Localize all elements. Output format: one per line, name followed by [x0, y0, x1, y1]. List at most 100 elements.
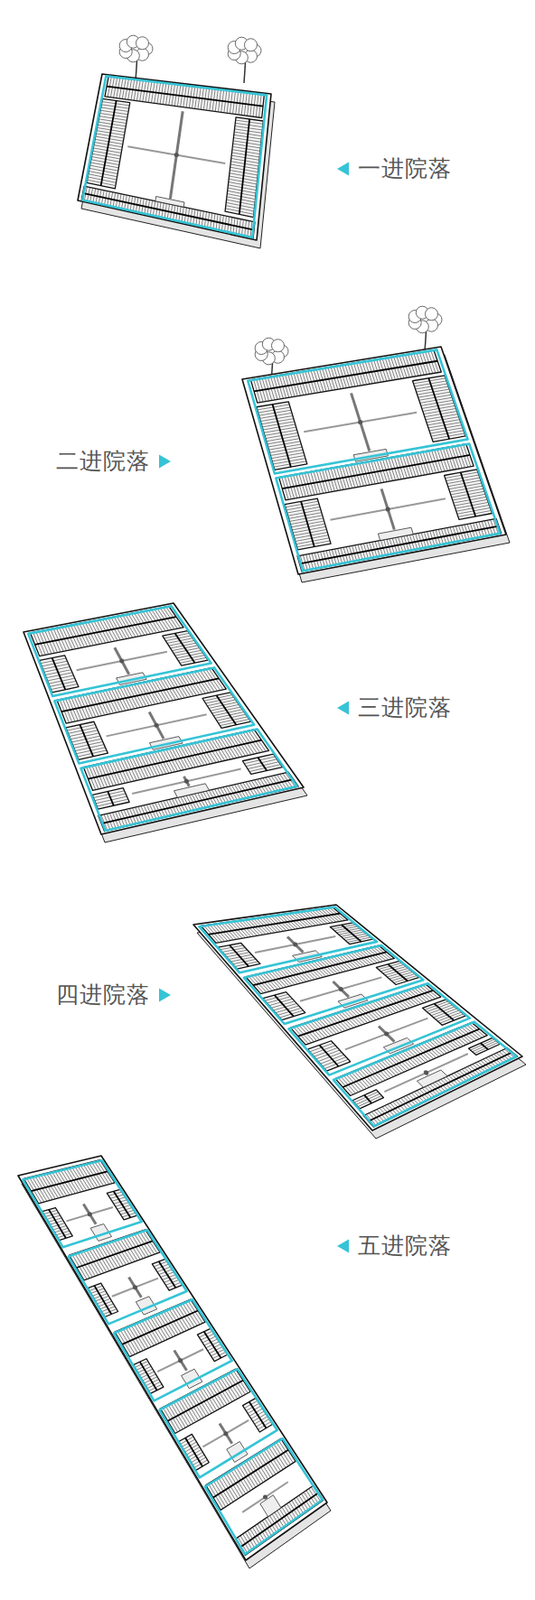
roof	[225, 117, 263, 218]
roof	[92, 788, 130, 811]
courtyard-center	[174, 152, 179, 158]
courtyard-house	[18, 1156, 331, 1570]
path-stones	[112, 1279, 159, 1298]
pointer-triangle	[159, 455, 171, 470]
roof-ridge	[249, 1403, 267, 1430]
roof-ridge	[48, 1210, 66, 1240]
tile-stroke	[356, 1094, 380, 1106]
roof	[106, 1190, 137, 1221]
courtyard-center	[119, 658, 124, 664]
roof	[235, 1486, 324, 1557]
roof-ridge	[300, 526, 499, 565]
roof-ridge	[274, 995, 294, 1018]
roof-ridge	[101, 100, 117, 186]
courtyard-outline	[247, 349, 468, 474]
path-stones	[351, 393, 370, 451]
tree-leaves	[135, 37, 149, 50]
roof-tiles	[93, 791, 128, 808]
roof-tiles	[248, 947, 392, 995]
courtyard-outline	[113, 1300, 233, 1402]
roof-ridge	[93, 1286, 112, 1316]
roof-tiles	[424, 1002, 464, 1024]
paving	[329, 488, 445, 541]
roof	[444, 469, 493, 520]
roof-ridge	[239, 119, 250, 215]
tree-leaves	[271, 339, 284, 353]
roof	[69, 1230, 161, 1282]
roof-ridge	[175, 633, 196, 664]
roof-ridge	[52, 658, 66, 691]
courtyard-outline	[82, 75, 267, 238]
pointer-arrows	[159, 162, 349, 1255]
paving	[127, 111, 226, 207]
tree-leaves	[244, 38, 257, 52]
roof	[284, 498, 331, 551]
roof-tiles	[117, 1301, 203, 1357]
path-stones	[423, 1071, 428, 1076]
courtyard-center	[385, 506, 391, 512]
steps	[155, 196, 185, 207]
path-stones	[76, 652, 168, 671]
paving	[66, 1205, 113, 1243]
path-stones	[114, 647, 130, 676]
courtyard-center	[262, 1496, 268, 1502]
roof-tiles	[264, 994, 303, 1019]
level-label: 三进院落	[357, 694, 452, 723]
roof	[132, 1360, 163, 1396]
courtyard-house	[242, 306, 510, 583]
courtyard-outline	[159, 1370, 277, 1479]
steps	[377, 527, 413, 541]
roof	[42, 1209, 74, 1242]
roof-tiles	[445, 472, 492, 517]
tree	[227, 37, 262, 84]
roof-ridge	[122, 1312, 198, 1346]
courtyard-outline	[244, 946, 424, 1025]
courtyard-center	[87, 1212, 93, 1218]
courtyard-center	[184, 779, 189, 785]
roof-ridge	[216, 695, 237, 726]
tree	[408, 306, 442, 353]
roof-tiles	[237, 1488, 321, 1556]
roof-tiles	[285, 501, 330, 548]
roof	[87, 1284, 118, 1318]
roof-ridge	[159, 1262, 177, 1289]
courtyard-center	[357, 420, 363, 425]
path-stones	[127, 146, 226, 164]
roof	[65, 722, 108, 761]
courtyard-center	[384, 1032, 389, 1038]
path-stones	[106, 714, 207, 737]
roof-ridge	[257, 758, 267, 772]
roof-ridge	[434, 1004, 455, 1023]
roof-tiles	[204, 908, 346, 944]
tile-stroke	[472, 1041, 497, 1053]
courtyard-center	[423, 1071, 429, 1077]
roof-ridge	[79, 725, 94, 758]
roof-ridge	[240, 1493, 319, 1549]
roof-tiles	[40, 658, 78, 691]
courtyard-outline	[22, 1161, 141, 1249]
courtyard-outline	[205, 1439, 323, 1556]
courtyard-house	[193, 905, 526, 1140]
courtyard-center	[338, 987, 344, 993]
courtyard-outline	[54, 667, 254, 764]
roof	[375, 961, 420, 986]
path-stones	[183, 777, 189, 788]
outer-wall	[242, 347, 507, 575]
roof	[30, 606, 185, 657]
roof	[39, 656, 79, 694]
roof	[206, 1439, 296, 1512]
roof-ridge	[101, 779, 293, 825]
level-label: 一进院落	[357, 155, 452, 183]
path-stones	[254, 937, 336, 954]
roof-ridge	[428, 378, 450, 440]
courtyard-center	[154, 723, 160, 729]
courtyard-house	[77, 35, 275, 249]
path-stones	[129, 1278, 142, 1299]
roof	[151, 1259, 182, 1292]
courtyard-outline	[333, 1023, 517, 1128]
roof-ridge	[480, 1043, 489, 1051]
tile-stroke	[470, 1040, 495, 1052]
paving	[131, 769, 241, 799]
